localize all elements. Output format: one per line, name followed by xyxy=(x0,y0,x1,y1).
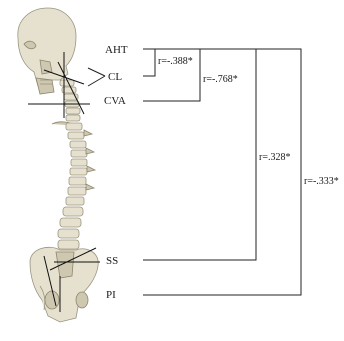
correlation-aht-cva: r=-.768* xyxy=(203,74,238,85)
cl-pointer-upper xyxy=(88,68,105,76)
correlation-aht-ss: r=.328* xyxy=(259,152,290,163)
cl-pointer-lower xyxy=(88,76,105,86)
label-cl: CL xyxy=(108,71,122,83)
pelvis xyxy=(30,247,98,322)
correlation-aht-cl: r=-.388* xyxy=(158,56,193,67)
skeleton-illustration xyxy=(18,8,100,322)
lumbar-spine xyxy=(58,207,83,249)
connector-aht-pi xyxy=(143,49,301,295)
label-aht: AHT xyxy=(105,44,128,56)
correlation-aht-pi: r=-.333* xyxy=(304,176,339,187)
label-cva: CVA xyxy=(104,95,126,107)
label-pi: PI xyxy=(106,289,116,301)
connector-aht-cl xyxy=(143,49,155,76)
thoracic-spine xyxy=(66,123,95,205)
label-ss: SS xyxy=(106,255,118,267)
